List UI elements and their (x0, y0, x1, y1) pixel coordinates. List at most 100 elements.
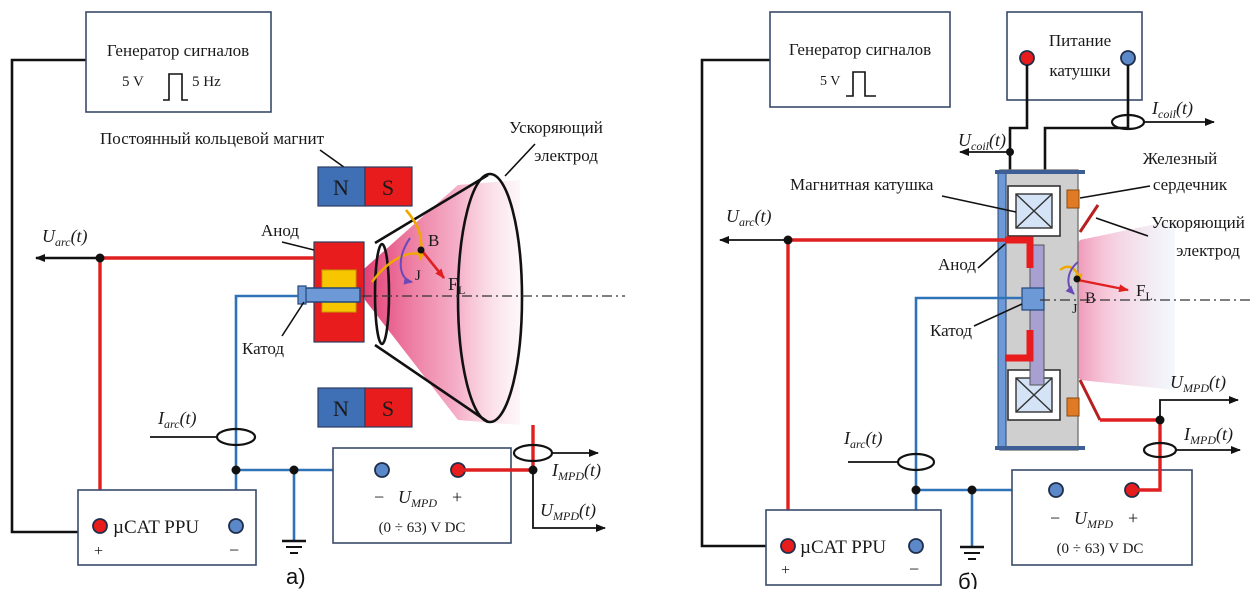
magnet-north-a: N (333, 175, 349, 200)
thruster-head-a (297, 241, 365, 343)
electrode-label-2-a: электрод (534, 146, 598, 165)
u-mpd-label-b: UMPD(t) (1170, 372, 1226, 395)
anode-upper-b (1005, 236, 1034, 268)
ppu-plus-b: + (781, 562, 790, 579)
ppu-positive-terminal-b (780, 538, 796, 554)
lorentz-force-arrow-b (1077, 278, 1129, 293)
i-mpd-label-a: IMPD(t) (551, 460, 601, 483)
square-pulse-icon-a (163, 73, 188, 101)
coil-supply-label-1-b: Питание (1049, 31, 1111, 50)
electrode-label-2-b: электрод (1176, 241, 1240, 260)
anode-wire-a (98, 256, 314, 526)
caption-b: б) (958, 569, 978, 589)
cathode-pointer-b (973, 303, 1023, 327)
electrode-wire-b (1100, 418, 1162, 492)
generator-title-b: Генератор сигналов (789, 40, 931, 59)
ppu-negative-terminal-a (228, 518, 244, 534)
supply-minus-a: − (374, 487, 384, 507)
u-mpd-arrow-a (532, 470, 606, 532)
supply-label-b: UMPD (1074, 508, 1113, 531)
magnet-south-bottom-a: S (382, 396, 394, 421)
ground-symbol-a (282, 539, 306, 554)
iron-core-label-2-b: сердечник (1153, 175, 1228, 194)
generator-frequency-a: 5 Hz (192, 74, 221, 90)
cathode-pointer-a (281, 301, 305, 337)
j-current-arrow-b (1065, 261, 1079, 295)
electrode-pointer-b (1095, 217, 1149, 237)
j-current-arrow-a (399, 237, 413, 285)
b-node-a (417, 246, 425, 254)
coil-supply-label-2-b: катушки (1049, 61, 1110, 80)
supply-minus-b: − (1050, 508, 1060, 528)
node-ground-a (289, 465, 299, 475)
j-label-a: J (415, 268, 421, 284)
iron-core-tab-top-b (1066, 189, 1080, 209)
node-ground-b (967, 485, 977, 495)
electrode-top-b (1078, 204, 1100, 233)
ppu-label-a: µCAT PPU (113, 517, 199, 538)
node-cathode-a (231, 465, 241, 475)
u-coil-label-b: Ucoil(t) (958, 130, 1006, 153)
ppu-minus-a: − (229, 540, 239, 560)
electrode-bottom-b (1078, 379, 1102, 421)
supply-plus-b: + (1128, 508, 1138, 528)
magnet-label-a: Постоянный кольцевой магнит (100, 129, 325, 148)
control-wire-a (10, 58, 92, 534)
panel-a: Генератор сигналов 5 V 5 Hz Постоянный к… (10, 11, 625, 589)
i-coil-label-b: Icoil(t) (1151, 98, 1193, 121)
cathode-wire-a (234, 294, 298, 524)
u-mpd-label-a: UMPD(t) (540, 500, 596, 523)
square-pulse-icon-b (846, 71, 876, 97)
ring-magnet-bottom-a: N S (317, 387, 413, 428)
signal-generator-a: Генератор сигналов 5 V 5 Hz (85, 11, 272, 113)
anode-label-b: Анод (938, 255, 976, 274)
generator-amplitude-b: 5 V (820, 74, 840, 89)
panel-b: Генератор сигналов 5 V Питание катушки U… (700, 11, 1254, 589)
coil-lead-2-b (1043, 65, 1130, 190)
plasma-plume-a (360, 180, 520, 425)
mpd-power-supply-b: − UMPD + (0 ÷ 63) V DC (1011, 469, 1193, 566)
anode-lower-b (1005, 330, 1034, 362)
i-arc-sensor-a (215, 427, 257, 447)
u-arc-label-b: Uarc(t) (726, 206, 772, 229)
ppu-label-b: µCAT PPU (800, 537, 886, 558)
signal-generator-b: Генератор сигналов 5 V (769, 11, 951, 108)
fl-label-b: FL (1136, 281, 1153, 303)
coil-lead-1-b (1008, 65, 1029, 190)
coil-positive-terminal-b (1019, 50, 1035, 66)
supply-range-a: (0 ÷ 63) V DC (379, 520, 466, 536)
coil-label-b: Магнитная катушка (790, 175, 934, 194)
coil-power-supply-b: Питание катушки (1006, 11, 1143, 101)
coil-negative-terminal-b (1120, 50, 1136, 66)
bolt-bottom-b (995, 446, 1085, 450)
node-cathode-b (911, 485, 921, 495)
cathode-wire-b (914, 296, 1022, 540)
b-field-line-a (371, 252, 425, 283)
mpd-power-supply-a: − UMPD + (0 ÷ 63) V DC (332, 447, 512, 544)
u-arc-node-a (95, 253, 105, 263)
j-label-b: J (1072, 302, 1078, 317)
b-label-a: B (428, 231, 439, 250)
u-arc-label-a: Uarc(t) (42, 226, 88, 249)
control-wire-b (700, 58, 772, 548)
u-arc-node-b (783, 235, 793, 245)
mounting-flange-left-b (997, 171, 1007, 449)
anode-pointer-a (281, 241, 315, 251)
ppu-minus-b: − (909, 559, 919, 579)
accelerating-electrode-a (373, 172, 524, 424)
lorentz-force-arrow-a (421, 251, 446, 279)
generator-title-a: Генератор сигналов (107, 41, 249, 60)
anode-pointer-b (977, 243, 1006, 269)
ppu-box-b: µCAT PPU + − (765, 509, 942, 586)
b-node-b (1073, 275, 1081, 283)
u-mpd-arrow-b (1159, 396, 1239, 420)
supply-negative-terminal-b (1048, 482, 1064, 498)
b-label-b: B (1085, 290, 1096, 307)
generator-amplitude-a: 5 V (122, 74, 144, 90)
iron-core-label-1-b: Железный (1143, 149, 1217, 168)
cathode-label-a: Катод (242, 339, 284, 358)
supply-plus-a: + (452, 487, 462, 507)
magnet-south-a: S (382, 175, 394, 200)
electrode-pointer-a (504, 143, 536, 177)
